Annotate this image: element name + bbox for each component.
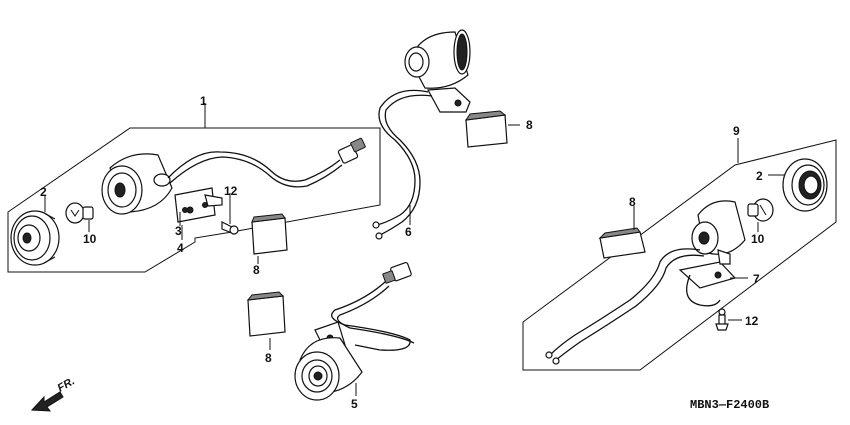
left-bulb-callout: 10 (83, 232, 97, 246)
diagram-code: MBN3—F2400B (690, 398, 769, 412)
front-left-connector (382, 261, 412, 284)
right-bulb-callout: 10 (751, 232, 765, 246)
left-assembly-group: 1 2 10 3 4 12 8 (7, 94, 381, 277)
right-assembly-group: 9 2 8 10 7 12 (522, 124, 837, 371)
right-pad (598, 227, 646, 259)
left-assembly-frame (7, 127, 381, 273)
right-lens (782, 158, 828, 212)
left-lens (10, 210, 60, 266)
front-right-wire (376, 89, 429, 226)
right-assembly-frame (522, 139, 837, 371)
right-winker-housing (691, 200, 746, 255)
right-screw (715, 308, 729, 331)
front-left-winker-body (294, 337, 363, 401)
right-screw-callout: 12 (745, 314, 759, 328)
front-right-winker-stay (427, 87, 471, 113)
front-left-winker-callout: 5 (351, 397, 358, 411)
front-left-pad-callout: 8 (265, 351, 272, 365)
right-bulb (747, 198, 774, 222)
left-bulb (65, 202, 94, 224)
right-lens-callout: 2 (756, 169, 763, 183)
left-screw-a-callout: 3 (175, 224, 182, 238)
front-right-pad-callout: 8 (526, 118, 533, 132)
front-right-winker-callout: 6 (405, 225, 412, 239)
front-direction-indicator: FR. (30, 375, 77, 412)
right-stay (678, 249, 737, 289)
front-right-winker-group: 6 8 (372, 29, 533, 240)
left-stay-callout: 4 (177, 241, 184, 255)
left-screw-b-callout: 12 (224, 184, 238, 198)
front-right-winker-body (404, 29, 471, 89)
front-arrow-icon (30, 391, 64, 412)
right-pad-callout: 8 (629, 195, 636, 209)
left-lens-callout: 2 (40, 185, 47, 199)
front-left-winker-group: 8 5 (246, 261, 415, 411)
left-winker-housing (101, 153, 173, 215)
front-left-pad (246, 291, 286, 337)
right-wire (549, 248, 701, 356)
left-screw-a (186, 206, 194, 214)
right-assembly-callout: 9 (733, 124, 740, 138)
direction-label: FR. (56, 375, 77, 394)
left-pad-callout: 8 (253, 263, 260, 277)
left-screw-b (221, 221, 239, 235)
front-right-pad (464, 110, 508, 148)
left-connector (337, 137, 366, 164)
left-pad (251, 213, 288, 255)
left-assembly-callout: 1 (200, 94, 207, 108)
left-wire-harness (167, 151, 341, 182)
left-stay (174, 187, 223, 223)
right-stay-callout: 7 (753, 272, 760, 286)
